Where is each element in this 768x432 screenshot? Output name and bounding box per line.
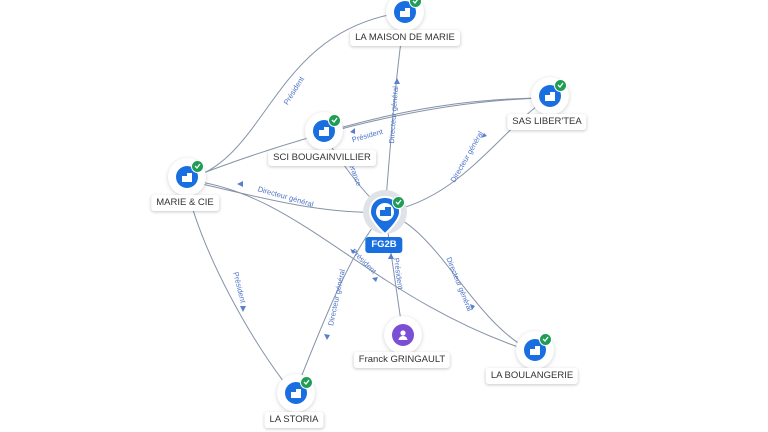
center-node-fg2b[interactable]: [368, 195, 405, 236]
person-icon: [392, 324, 414, 346]
edge-label: Président: [231, 271, 248, 305]
arrow: [372, 277, 378, 282]
center-node-label: FG2B: [365, 237, 403, 253]
node-label: SAS LIBER'TEA: [507, 114, 587, 130]
node-label: Franck GRINGAULT: [353, 352, 451, 368]
verified-check-icon: [539, 333, 552, 346]
node-label: MARIE & CIE: [151, 195, 219, 211]
edge-label: Président: [392, 257, 405, 291]
edge-fg2b-libertea: [384, 97, 549, 213]
person-node-franck-gringault[interactable]: [384, 316, 422, 354]
edge-marie-maison: [184, 11, 406, 181]
edge-sci-libertea: [321, 97, 549, 134]
company-node-sas-libertea[interactable]: [531, 77, 569, 115]
arrow: [237, 181, 243, 187]
arrow: [388, 253, 394, 259]
edge-marie-libertea: [184, 97, 549, 181]
edge-label: Président: [282, 74, 307, 106]
node-label: LA BOULANGERIE: [485, 368, 579, 384]
arrow: [350, 128, 355, 134]
verified-check-icon: [554, 79, 567, 92]
arrow: [481, 133, 487, 138]
arrow: [240, 306, 246, 312]
edge-label: Directeur général: [257, 184, 315, 209]
arrow: [470, 304, 475, 310]
arrow: [350, 249, 356, 254]
edge-label: Directeur général: [449, 129, 486, 184]
verified-check-icon: [300, 376, 313, 389]
edge-marie-boulangerie: [184, 179, 534, 353]
verified-check-icon: [409, 0, 422, 8]
verified-check-icon: [191, 160, 204, 173]
arrow: [394, 78, 400, 84]
company-node-la-boulangerie[interactable]: [516, 331, 554, 369]
arrow: [324, 334, 330, 340]
edge-marie-fg2b: [184, 179, 386, 213]
edge-label: Directeur général: [387, 85, 400, 143]
edge-label: Président: [351, 127, 385, 145]
node-label: SCI BOUGAINVILLIER: [268, 150, 376, 166]
node-label: LA STORIA: [264, 412, 324, 428]
node-label: LA MAISON DE MARIE: [350, 30, 460, 46]
company-node-marie-et-cie[interactable]: [168, 158, 206, 196]
verified-check-icon: [392, 196, 405, 209]
company-node-la-storia[interactable]: [277, 374, 315, 412]
edge-label: Directeur général: [326, 268, 347, 326]
company-node-la-maison-de-marie[interactable]: [386, 0, 424, 31]
company-node-sci-bougainvillier[interactable]: [305, 112, 343, 150]
edge-label: Directeur général: [444, 256, 474, 313]
verified-check-icon: [328, 114, 341, 127]
